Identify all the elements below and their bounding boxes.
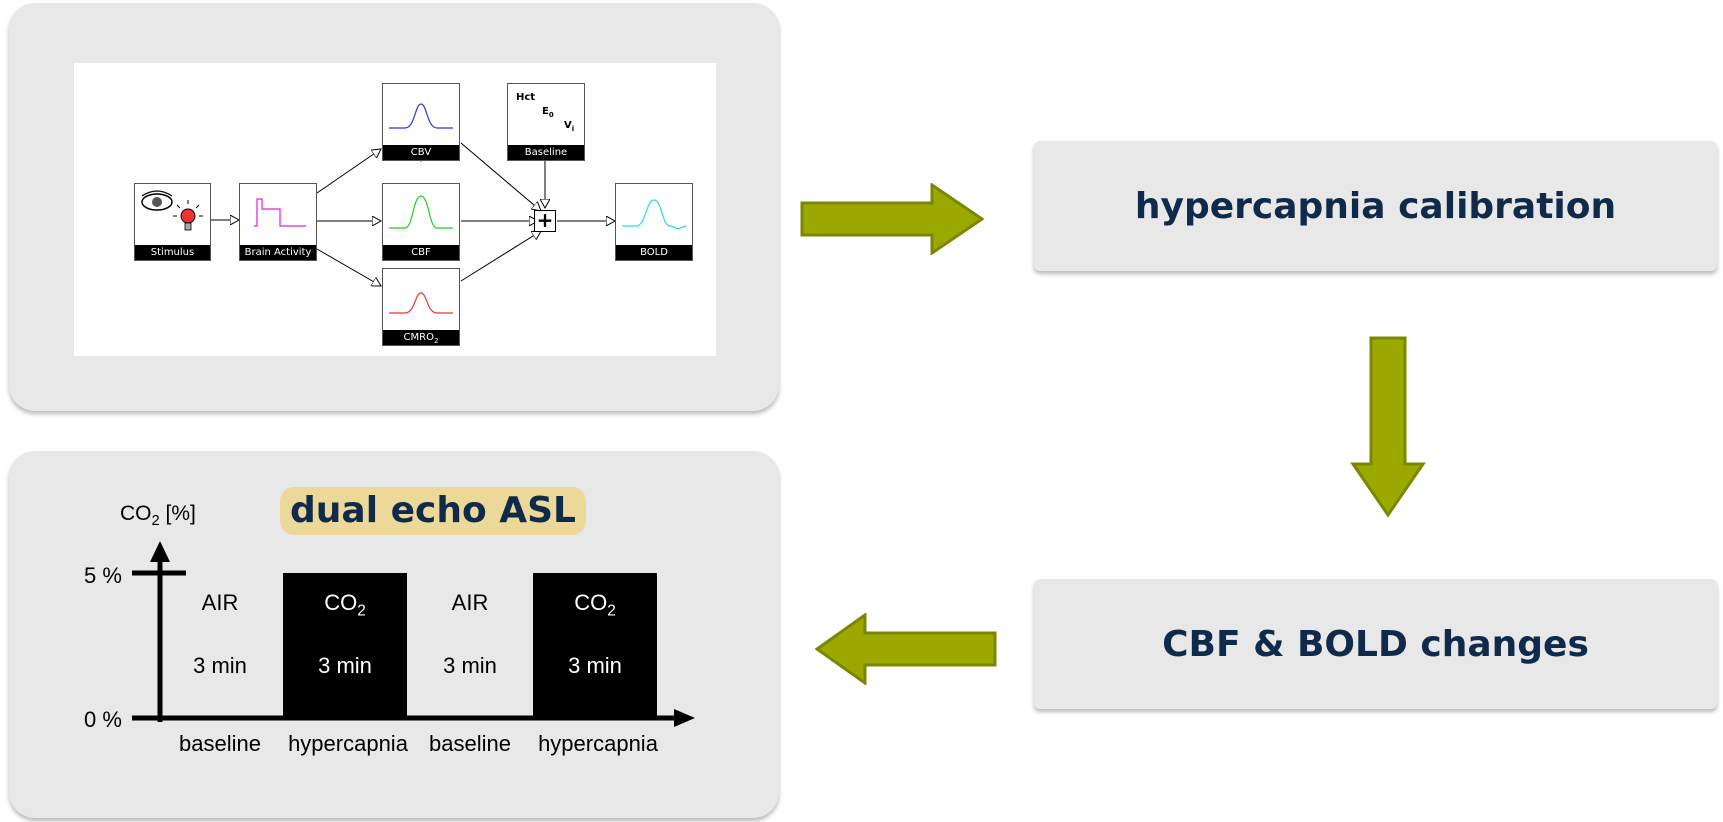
baseline-node: Hct E0 Vi Baseline [507,83,585,161]
baseline-label: Baseline [508,145,584,160]
eye-bulb-icon [141,190,203,231]
stimulus-node: Stimulus [134,183,211,261]
cbf-label: CBF [383,245,459,260]
hypercapnia-block [283,573,407,716]
cbf-bold-changes-box: CBF & BOLD changes [1034,579,1717,709]
hct-param: Hct [516,92,536,103]
arrow-down-icon [1350,336,1426,518]
cbf-node: CBF [382,183,460,261]
bold-node: BOLD [615,183,693,261]
x-axis-arrowhead [674,709,695,727]
cmro2-node: CMRO2 [382,268,460,346]
bold-label: BOLD [616,245,692,260]
block-duration-label: 3 min [193,653,247,678]
block-duration-label: 3 min [318,653,372,678]
edge-cmro2-sum [460,231,541,282]
hypercapnia-block [533,573,657,716]
stimulus-label: Stimulus [135,245,210,260]
brain-activity-node: Brain Activity [239,183,317,261]
arrow-right-icon [800,183,985,255]
brain-activity-label: Brain Activity [240,245,316,260]
bold-curve [622,199,687,230]
cbf-curve [389,195,453,229]
brain-activity-curve [254,198,306,227]
vi-param: Vi [564,120,575,133]
bold-model-diagram: Stimulus Brain Activity CBV CBF CMRO2 Hc… [74,63,716,356]
block-gas-label: AIR [201,590,239,615]
tick-0-percent: 0 % [84,707,122,732]
cbv-node: CBV [382,83,460,161]
sum-node: + [534,210,556,232]
e0-param: E0 [542,106,554,119]
block-gas-label: CO2 [574,590,616,620]
block-duration-label: 3 min [443,653,497,678]
arrow-left-icon [815,613,997,685]
edge-brain-cbv [316,149,381,194]
block-duration-label: 3 min [568,653,622,678]
block-gas-label: CO2 [324,590,366,620]
block-phase-label: baseline [429,731,511,756]
tick-5-percent: 5 % [84,563,122,588]
block-phase-label: baseline [179,731,261,756]
cmro2-label: CMRO2 [383,330,459,345]
edge-brain-cmro2 [316,248,381,286]
cbv-label: CBV [383,145,459,160]
paradigm-title: dual echo ASL [280,487,586,535]
y-axis-label: CO2 [%] [120,502,196,530]
block-gas-label: AIR [451,590,489,615]
cbv-curve [389,103,453,129]
cmro2-curve [389,292,453,314]
block-phase-label: hypercapnia [538,731,658,756]
edge-cbv-sum [460,142,541,211]
hypercapnia-calibration-box: hypercapnia calibration [1034,141,1717,271]
y-axis-arrowhead [150,541,170,562]
block-phase-label: hypercapnia [288,731,408,756]
